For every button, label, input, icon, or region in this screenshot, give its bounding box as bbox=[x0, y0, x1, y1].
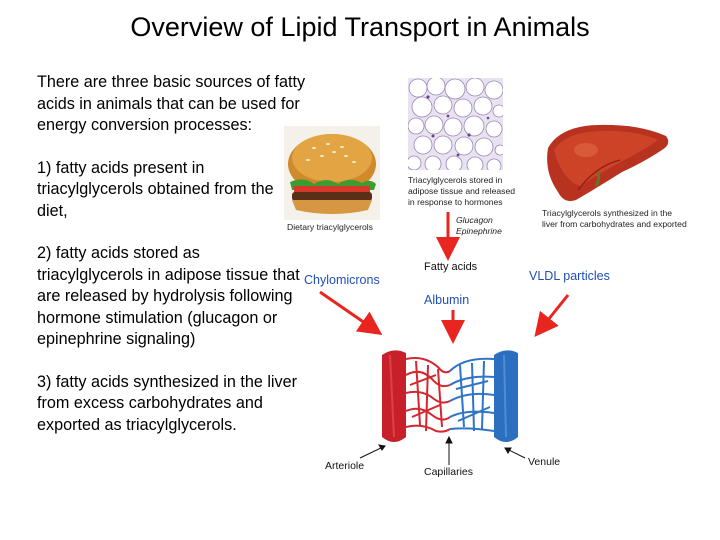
dietary-caption: Dietary triacylglycerols bbox=[287, 222, 373, 232]
source-2-paragraph: 2) fatty acids stored as triacylglycerol… bbox=[37, 244, 300, 348]
chylomicrons-label: Chylomicrons bbox=[304, 273, 380, 287]
intro-paragraph: There are three basic sources of fatty a… bbox=[37, 73, 306, 134]
fatty-acids-label: Fatty acids bbox=[424, 261, 478, 273]
vldl-arrow bbox=[534, 294, 570, 338]
source-1-paragraph: 1) fatty acids present in triacylglycero… bbox=[37, 158, 274, 220]
source-3-paragraph: 3) fatty acids synthesized in the liver … bbox=[37, 372, 298, 434]
hormones-label: Glucagon Epinephrine bbox=[456, 215, 502, 236]
capillaries-label: Capillaries bbox=[424, 466, 474, 478]
venule-label: Venule bbox=[528, 456, 561, 468]
adipose-caption: Triacylglycerols stored in adipose tissu… bbox=[408, 175, 516, 207]
liver-image bbox=[547, 124, 669, 201]
slide-title: Overview of Lipid Transport in Animals bbox=[130, 12, 590, 42]
capillary-bed-image bbox=[382, 350, 518, 442]
liver-caption: Triacylglycerols synthesized in the live… bbox=[542, 208, 687, 229]
vldl-label: VLDL particles bbox=[529, 269, 610, 283]
burger-image bbox=[284, 126, 380, 220]
chylomicron-arrow bbox=[319, 290, 383, 336]
body-text: There are three basic sources of fatty a… bbox=[37, 72, 307, 457]
arteriole-label: Arteriole bbox=[325, 460, 365, 472]
adipose-tissue-image bbox=[408, 78, 503, 170]
albumin-label: Albumin bbox=[424, 293, 470, 307]
